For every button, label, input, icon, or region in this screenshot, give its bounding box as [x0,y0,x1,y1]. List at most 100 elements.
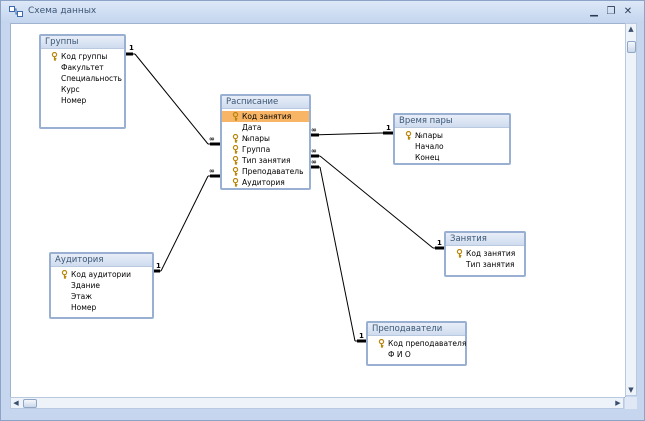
field-row[interactable]: №пары [222,133,309,144]
field-row[interactable]: Код занятия [446,248,524,259]
field-row[interactable]: Этаж [51,291,152,302]
scrollbar-corner [625,397,637,409]
scroll-right-icon[interactable]: ▶ [615,399,621,407]
primary-key-icon [232,167,239,176]
field-label: Дата [242,123,262,132]
primary-key-icon [456,249,463,258]
field-label: Группа [242,145,271,154]
one-marker: 1 [156,262,161,270]
field-label: Специальность [61,74,122,83]
primary-key-icon [232,112,239,121]
horizontal-scroll-thumb[interactable] [23,399,37,408]
primary-key-icon [232,178,239,187]
table-title[interactable]: Группы [41,36,124,49]
many-marker: ∞ [311,126,317,134]
field-label: Код аудитории [71,270,132,279]
field-row[interactable]: Аудитория [222,177,309,188]
field-row[interactable]: Здание [51,280,152,291]
many-marker: ∞ [311,158,317,166]
field-label: №пары [415,131,443,140]
field-label: Код занятия [242,112,292,121]
field-row[interactable]: Преподаватель [222,166,309,177]
title-bar[interactable]: Схема данных ▁ ❐ ✕ [1,1,644,23]
field-label: Код группы [61,52,108,61]
field-label: Номер [71,303,97,312]
field-row[interactable]: Код аудитории [51,269,152,280]
field-row[interactable]: Номер [41,95,124,106]
field-label: Код занятия [466,249,516,258]
field-row[interactable]: Начало [395,141,509,152]
field-label: Здание [71,281,100,290]
field-row[interactable]: Дата [222,122,309,133]
scroll-down-icon[interactable]: ▼ [628,386,634,394]
field-row[interactable]: Код преподавателя [368,338,467,349]
field-label: Тип занятия [466,260,515,269]
field-label: Код преподавателя [388,339,467,348]
vertical-scroll-thumb[interactable] [627,41,636,53]
field-label: Тип занятия [242,156,291,165]
field-row[interactable]: Код группы [41,51,124,62]
primary-key-icon [61,270,68,279]
vertical-scrollbar[interactable]: ▲ ▼ [625,23,637,396]
table-title[interactable]: Занятия [446,233,524,246]
field-row[interactable]: Номер [51,302,152,313]
table-title[interactable]: Расписание [222,96,309,109]
field-row[interactable]: Тип занятия [446,259,524,270]
many-marker: ∞ [311,147,317,155]
field-label: Номер [61,96,87,105]
many-marker: ∞ [209,167,215,175]
field-list: Код преподавателя Ф И О [368,336,467,360]
horizontal-scrollbar[interactable]: ◀ ▶ [10,397,624,409]
table-prepodavateli[interactable]: Преподаватели Код преподавателя Ф И О [366,321,467,366]
field-label: Преподаватель [242,167,304,176]
one-marker: 1 [437,239,442,247]
one-marker: 1 [386,124,391,132]
many-marker: ∞ [209,135,215,143]
field-row[interactable]: №пары [395,130,509,141]
primary-key-icon [378,339,385,348]
relationships-icon [9,6,23,17]
field-row[interactable]: Ф И О [368,349,465,360]
relation-line-time[interactable] [309,132,382,136]
field-label: Конец [415,153,440,162]
minimize-button[interactable]: ▁ [590,6,598,17]
table-title[interactable]: Аудитория [51,254,152,267]
table-title[interactable]: Преподаватели [368,323,465,336]
restore-button[interactable]: ❐ [606,6,616,17]
field-label: Этаж [71,292,92,301]
field-label: Факультет [61,63,104,72]
window-title: Схема данных [28,6,97,16]
one-marker: 1 [129,44,134,52]
table-title[interactable]: Время пары [395,115,509,128]
field-row[interactable]: Тип занятия [222,155,309,166]
field-row[interactable]: Курс [41,84,124,95]
relationship-lines: 1 ∞ 1 ∞ ∞ 1 ∞ 1 ∞ 1 [125,44,444,343]
field-row[interactable]: Конец [395,152,509,163]
field-row[interactable]: Код занятия [222,111,309,122]
field-label: Курс [61,85,80,94]
primary-key-icon [51,52,58,61]
field-label: Ф И О [388,350,411,359]
field-label: Начало [415,142,444,151]
primary-key-icon [232,156,239,165]
field-row[interactable]: Факультет [41,62,124,73]
close-button[interactable]: ✕ [623,6,633,17]
field-label: №пары [242,134,270,143]
scroll-up-icon[interactable]: ▲ [628,25,634,33]
scroll-left-icon[interactable]: ◀ [13,399,19,407]
field-row[interactable]: Специальность [41,73,124,84]
field-row[interactable]: Группа [222,144,309,155]
primary-key-icon [232,134,239,143]
